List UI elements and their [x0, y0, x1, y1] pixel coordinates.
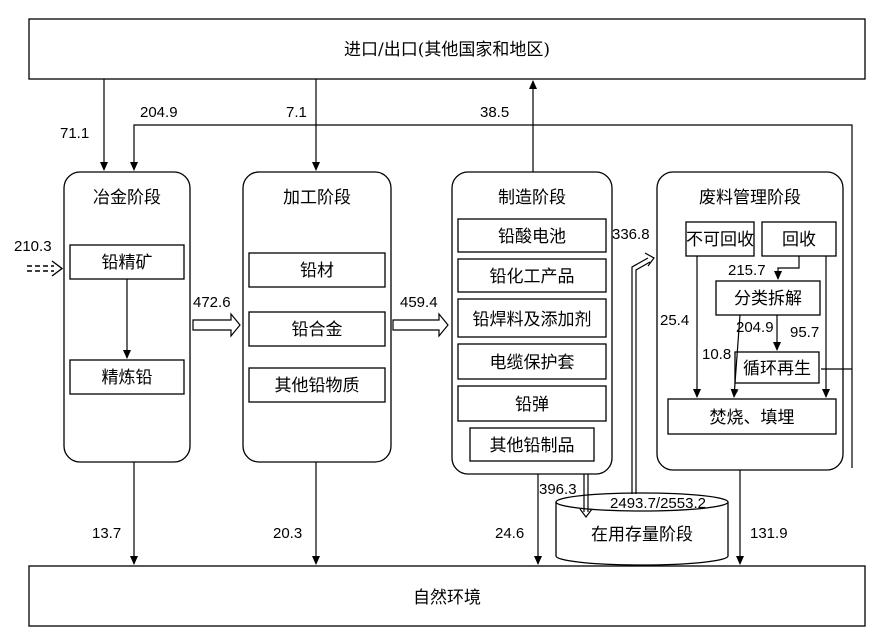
sort-to-landfill-value: 10.8 — [702, 346, 731, 363]
import-to-smelting-value: 71.1 — [60, 125, 89, 142]
lead-solder-label: 铅焊料及添加剂 — [473, 310, 592, 330]
recycle-feedback-arrow — [130, 124, 853, 468]
manufacturing-to-stock-arrow — [579, 474, 593, 518]
manufacturing-to-stock-value: 396.3 — [539, 481, 577, 498]
natural-environment-label: 自然环境 — [413, 588, 481, 608]
sort-to-regen-value: 204.9 — [736, 319, 774, 336]
cable-sheath-label: 电缆保护套 — [490, 353, 575, 373]
in-use-stock-title: 在用存量阶段 — [591, 525, 693, 545]
incinerate-landfill-label: 焚烧、填埋 — [710, 408, 795, 428]
stock-to-waste-arrow — [631, 252, 655, 494]
non-recyclable-label: 不可回收 — [686, 230, 754, 250]
waste-stage-title: 废料管理阶段 — [699, 188, 801, 208]
waste-to-environment-value: 131.9 — [750, 525, 788, 542]
recyclable-label: 回收 — [782, 230, 816, 250]
recycle-to-landfill-value: 95.7 — [790, 324, 819, 341]
natural-environment-box: 自然环境 — [28, 565, 866, 627]
recycling-regeneration-label: 循环再生 — [743, 359, 811, 379]
lead-acid-battery-label: 铅酸电池 — [498, 227, 566, 247]
external-input-value: 210.3 — [14, 238, 52, 255]
sort-dismantle-label: 分类拆解 — [734, 289, 802, 309]
lead-chemical-label: 铅化工产品 — [490, 267, 575, 287]
other-lead-substance-label: 其他铅物质 — [275, 376, 360, 396]
waste-management-stage: 废料管理阶段 不可回收 回收 分类拆解 循环再生 焚烧、填埋 — [656, 171, 844, 471]
import-export-box: 进口/出口(其他国家和地区) — [28, 18, 866, 80]
lead-concentrate-label: 铅精矿 — [102, 253, 153, 273]
processing-to-environment-value: 20.3 — [273, 525, 302, 542]
manufacturing-stage-title: 制造阶段 — [498, 188, 566, 208]
external-input-arrow — [27, 260, 64, 277]
lead-material-label: 铅材 — [300, 261, 334, 281]
smelting-to-processing-arrow — [192, 312, 241, 338]
smelting-stage-title: 冶金阶段 — [93, 188, 161, 208]
smelting-to-processing-value: 472.6 — [193, 294, 231, 311]
other-lead-product-label: 其他铅制品 — [490, 436, 575, 456]
processing-to-manufacturing-arrow — [392, 312, 449, 338]
processing-stage: 加工阶段 铅材 铅合金 其他铅物质 — [242, 171, 392, 463]
lead-alloy-label: 铅合金 — [292, 320, 343, 340]
refined-lead-label: 精炼铅 — [102, 368, 153, 388]
import-to-processing-value: 7.1 — [286, 104, 307, 121]
recycle-to-sort-arrow — [774, 256, 800, 280]
nonrecycle-to-landfill-value: 25.4 — [660, 312, 689, 329]
smelting-to-environment-value: 13.7 — [92, 525, 121, 542]
recycle-to-sort-value: 215.7 — [728, 262, 766, 279]
lead-shot-label: 铅弹 — [515, 395, 549, 415]
in-use-stock-value: 2493.7/2553.2 — [610, 495, 706, 512]
manufacturing-stage: 制造阶段 铅酸电池 铅化工产品 铅焊料及添加剂 电缆保护套 铅弹 其他铅制品 — [451, 171, 613, 475]
manufacturing-export-value: 38.5 — [480, 104, 509, 121]
manufacturing-to-environment-value: 24.6 — [495, 525, 524, 542]
sort-to-landfill-arrow — [730, 314, 741, 398]
processing-to-manufacturing-value: 459.4 — [400, 294, 438, 311]
feedback-to-smelting-value: 204.9 — [140, 104, 178, 121]
import-export-label: 进口/出口(其他国家和地区) — [344, 40, 550, 60]
stock-to-waste-value: 336.8 — [612, 226, 650, 243]
in-use-stock-stage: 在用存量阶段 2493.7/2553.2 — [555, 492, 729, 566]
processing-stage-title: 加工阶段 — [283, 188, 351, 208]
